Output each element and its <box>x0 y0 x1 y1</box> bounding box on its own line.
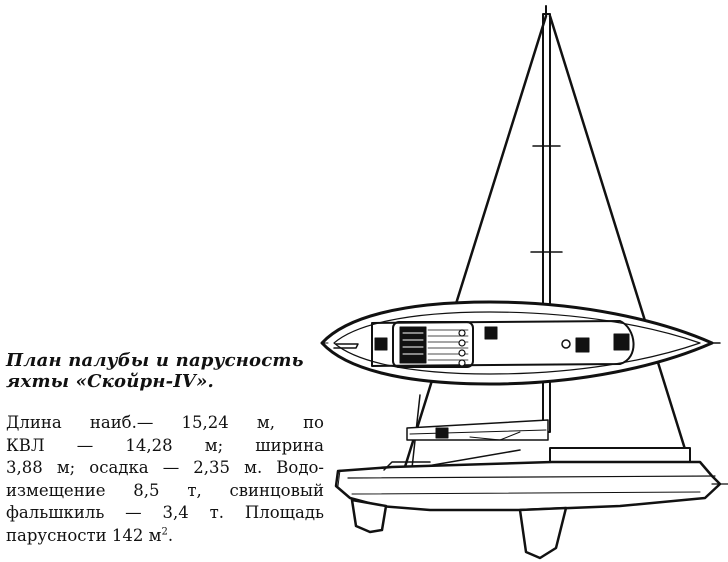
keel <box>518 506 568 560</box>
caption-title-line-1: План палубы и парусность <box>6 350 304 371</box>
winch-block <box>435 427 449 439</box>
specs-line: фальшкиль — 3,4 т. Площадь <box>6 503 324 522</box>
specs-line: измещение 8,5 т, свинцовый <box>6 480 324 500</box>
hatch-fore <box>613 333 630 351</box>
winch-1 <box>458 329 466 337</box>
rudder <box>350 498 388 534</box>
square-superscript: 2 <box>161 526 168 537</box>
staysail-foot <box>406 419 549 441</box>
hatch-main <box>484 326 498 340</box>
deck-plan-sheer <box>333 311 701 375</box>
specs-line: Длина наиб.— 15,24 м, по <box>6 413 324 432</box>
wheel-grating <box>399 326 427 364</box>
sail-area-period: . <box>167 525 174 545</box>
hull-profile <box>334 460 722 512</box>
specs-line-last: парусности 142 м2. <box>6 525 324 548</box>
winch-2 <box>458 339 466 347</box>
specs-line: КВЛ — 14,28 м; ширина <box>6 435 324 455</box>
caption: План палубы и парусность яхты «Скойрн-IV… <box>6 350 326 547</box>
specs-paragraph: Длина наиб.— 15,24 м, по КВЛ — 14,28 м; … <box>6 412 324 547</box>
caption-title-line-2: яхты «Скойрн-IV». <box>6 371 215 392</box>
main-boom <box>549 447 691 463</box>
hatch-mid <box>575 337 590 353</box>
specs-line: 3,88 м; осадка — 2,35 м. Водо- <box>6 458 324 477</box>
mast-step <box>561 339 571 349</box>
hatch-aft <box>374 337 388 351</box>
coachroof <box>371 320 635 367</box>
sail-area-text: парусности 142 м <box>6 525 162 545</box>
sheer-line <box>347 475 716 479</box>
winch-4 <box>458 359 466 367</box>
waterline <box>351 491 701 495</box>
mainsail-leech <box>548 14 691 464</box>
winch-3 <box>458 349 466 357</box>
forestay <box>402 14 548 472</box>
